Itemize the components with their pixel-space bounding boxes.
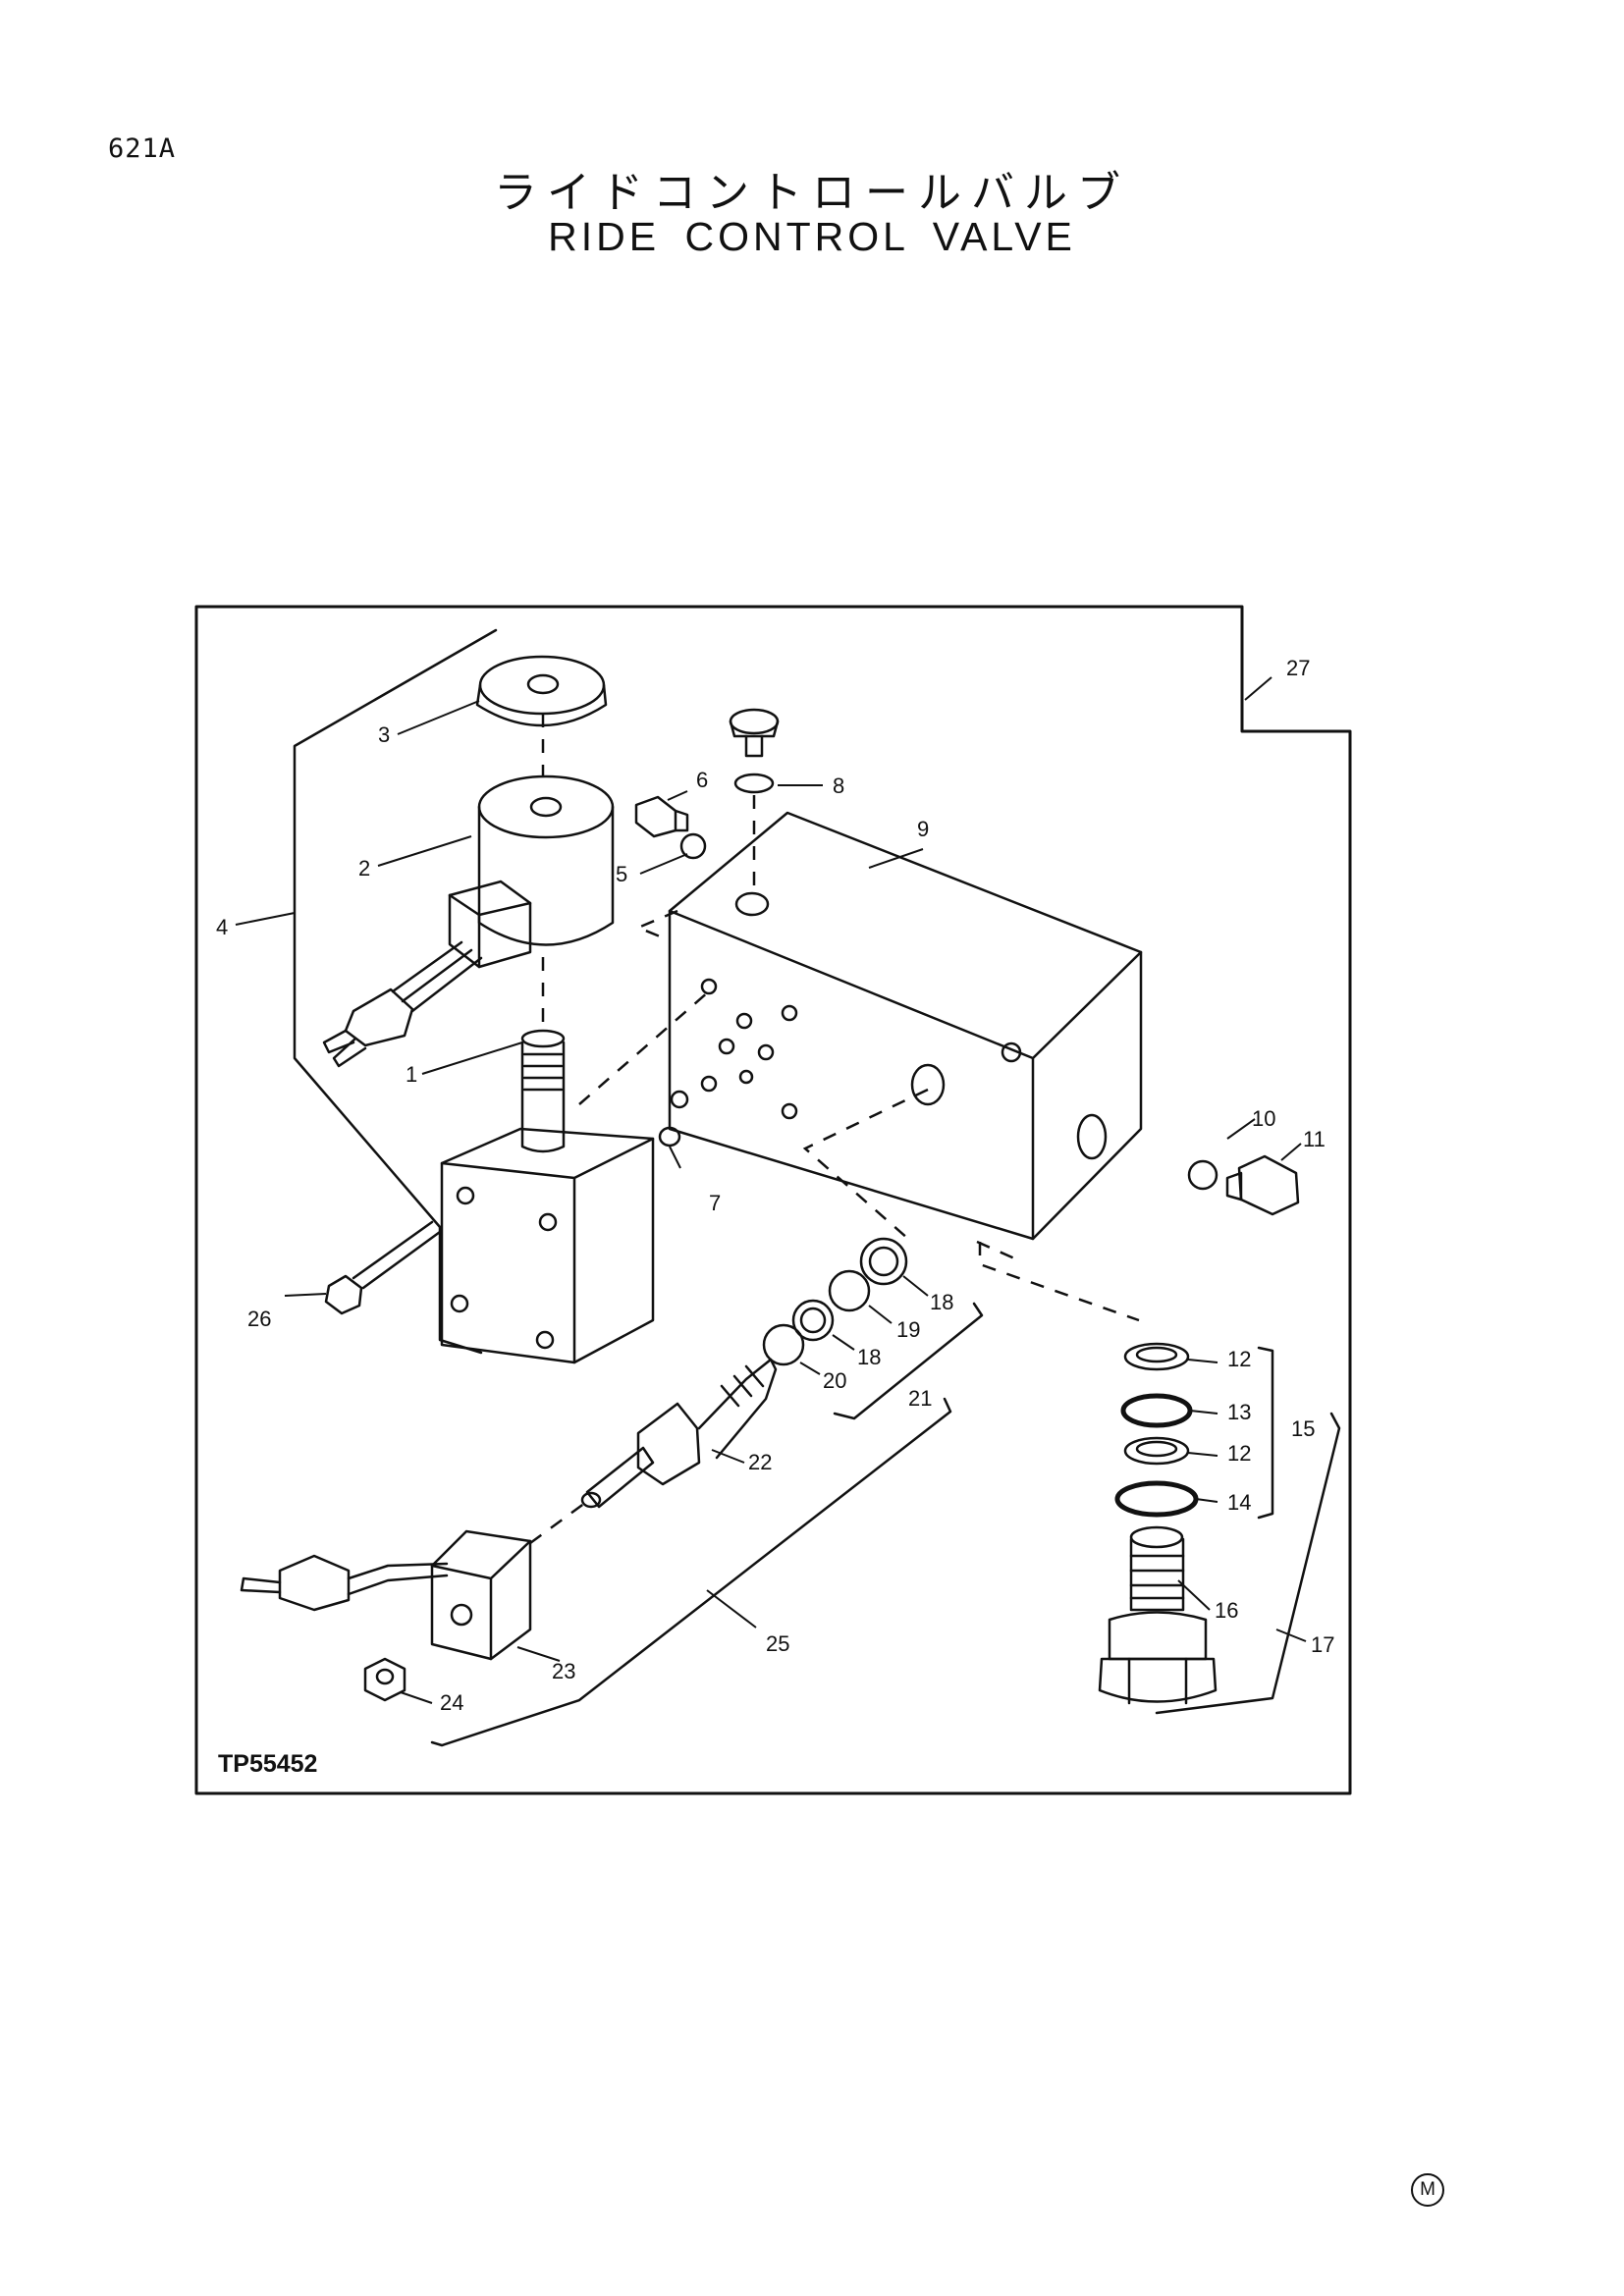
callout-label: 7 bbox=[709, 1191, 721, 1215]
plug-11 bbox=[1225, 1154, 1300, 1216]
callout-label: 18 bbox=[930, 1290, 953, 1314]
callout-label: 25 bbox=[766, 1631, 789, 1656]
callout-label: 8 bbox=[833, 774, 844, 798]
callout-label: 21 bbox=[908, 1386, 932, 1411]
callout-label: 11 bbox=[1303, 1127, 1326, 1151]
page-title-japanese: ライドコントロールバルブ bbox=[494, 168, 1130, 218]
diagram-frame bbox=[194, 605, 1352, 1795]
ring-18-upper bbox=[859, 1237, 908, 1286]
callout-label: 5 bbox=[616, 862, 627, 886]
callout-label: 2 bbox=[358, 856, 370, 881]
bracket-25 bbox=[430, 1397, 952, 1747]
drawing-code: TP55452 bbox=[218, 1750, 317, 1778]
callout-label: 14 bbox=[1227, 1490, 1251, 1515]
ring-12-upper bbox=[1123, 1342, 1190, 1371]
o-ring-7 bbox=[658, 1126, 681, 1148]
manufacturer-mark: M bbox=[1411, 2173, 1444, 2207]
plug-top bbox=[729, 708, 780, 758]
bracket-15 bbox=[1257, 1346, 1274, 1520]
coil-2 bbox=[322, 774, 615, 1068]
callout-label: 9 bbox=[917, 817, 929, 841]
callout-label: 16 bbox=[1215, 1598, 1238, 1623]
page-title-english: RIDE CONTROL VALVE bbox=[548, 214, 1076, 259]
ring-18-lower bbox=[791, 1299, 835, 1342]
bracket-21 bbox=[833, 1302, 984, 1420]
callout-label: 4 bbox=[216, 915, 228, 939]
callout-label: 26 bbox=[247, 1307, 271, 1331]
callout-label: 17 bbox=[1311, 1632, 1334, 1657]
callout-label: 1 bbox=[406, 1062, 417, 1087]
callout-label: 22 bbox=[748, 1450, 772, 1474]
o-ring-14 bbox=[1114, 1480, 1199, 1518]
callout-label: 12 bbox=[1227, 1441, 1251, 1466]
o-ring-5 bbox=[679, 832, 707, 860]
cartridge-22 bbox=[580, 1358, 778, 1509]
callout-label: 27 bbox=[1286, 656, 1310, 680]
callout-label: 23 bbox=[552, 1659, 575, 1683]
callout-label: 6 bbox=[696, 768, 708, 792]
valve-16 bbox=[1098, 1525, 1218, 1705]
manifold-9 bbox=[668, 811, 1143, 1241]
o-ring-13 bbox=[1120, 1393, 1193, 1428]
callout-label: 15 bbox=[1291, 1416, 1315, 1441]
nut-24 bbox=[363, 1657, 406, 1702]
callout-label: 13 bbox=[1227, 1400, 1251, 1424]
ring-19 bbox=[828, 1269, 871, 1312]
bracket-17 bbox=[1155, 1412, 1341, 1715]
callout-label: 18 bbox=[857, 1345, 881, 1369]
page-number: 621A bbox=[108, 133, 177, 164]
plug-6 bbox=[634, 795, 689, 838]
callout-label: 12 bbox=[1227, 1347, 1251, 1371]
callout-label: 3 bbox=[378, 722, 390, 747]
o-ring-8 bbox=[733, 773, 775, 794]
o-ring-10 bbox=[1187, 1159, 1218, 1191]
callout-label: 19 bbox=[896, 1317, 920, 1342]
callout-label: 20 bbox=[823, 1368, 846, 1393]
callout-label: 24 bbox=[440, 1690, 463, 1715]
ring-12-lower bbox=[1123, 1436, 1190, 1466]
ring-20 bbox=[762, 1323, 805, 1366]
bolt-26 bbox=[324, 1220, 442, 1315]
cap-3 bbox=[475, 655, 608, 727]
valve-body-block bbox=[440, 1127, 655, 1364]
coil-23 bbox=[240, 1529, 532, 1661]
bracket-4 bbox=[293, 628, 498, 1355]
valve-stem-1 bbox=[520, 1029, 566, 1153]
callout-label: 10 bbox=[1252, 1106, 1275, 1131]
